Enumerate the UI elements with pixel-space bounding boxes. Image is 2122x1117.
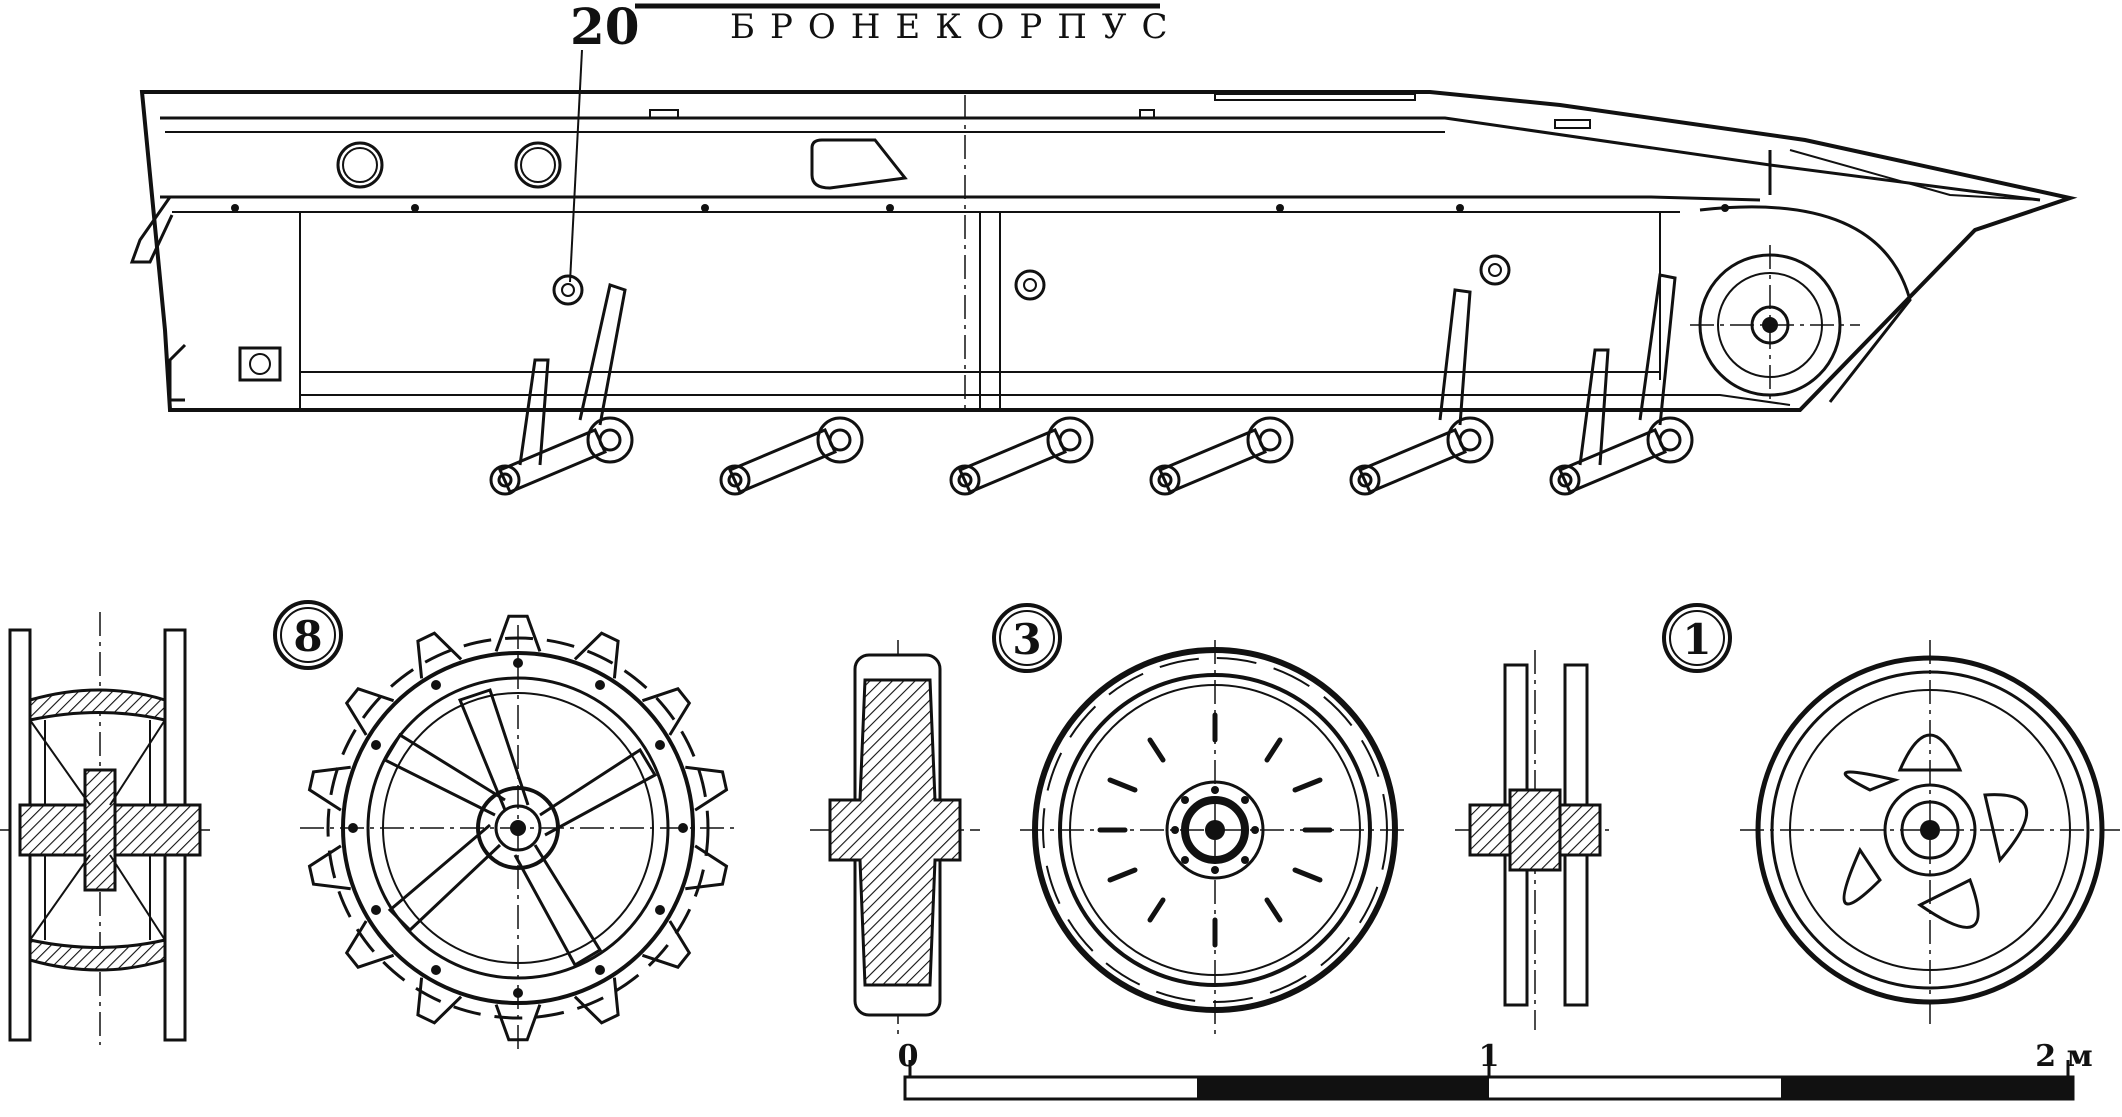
scale-bar: 0 1 2 м — [898, 1039, 2093, 1101]
idler-face-view — [1740, 640, 2120, 1030]
sprocket-tooth — [685, 765, 729, 812]
scale-label-0: 0 — [898, 1039, 919, 1074]
section-title: БРОНЕКОРПУС — [730, 7, 1183, 47]
sprocket-tooth — [307, 765, 351, 812]
road-wheel-face-view — [1020, 640, 1410, 1040]
scale-label-2: 2 м — [2035, 1039, 2092, 1074]
sprocket-tooth — [344, 920, 395, 969]
scale-label-1: 1 — [1479, 1039, 1500, 1074]
sprocket-tooth — [416, 977, 463, 1025]
part-number-1: 1 — [1682, 615, 1711, 664]
part-number-8: 8 — [293, 612, 322, 661]
suspension-arms — [489, 273, 1694, 496]
sprocket-tooth — [685, 844, 729, 891]
sprocket-tooth — [494, 1004, 542, 1042]
sprocket-tooth — [641, 920, 692, 969]
sprocket-tooth — [494, 614, 542, 652]
callout-number: 20 — [570, 0, 640, 56]
sprocket-face-view — [300, 614, 740, 1050]
sprocket-tooth — [573, 977, 620, 1025]
sprocket-tooth — [641, 687, 692, 736]
hull-side-view — [129, 90, 2078, 412]
part-badge-8: 8 — [273, 600, 343, 670]
callout-leader — [569, 49, 583, 283]
sprocket-tooth — [344, 687, 395, 736]
part-number-3: 3 — [1012, 615, 1041, 664]
road-wheel-section-view — [810, 640, 980, 1040]
part-badge-1: 1 — [1662, 603, 1732, 673]
sprocket-tooth — [573, 631, 620, 679]
sprocket-tooth — [307, 844, 351, 891]
part-badge-3: 3 — [992, 603, 1062, 673]
sprocket-tooth — [416, 631, 463, 679]
sprocket-teeth — [307, 614, 729, 1042]
sprocket-section-view — [0, 612, 210, 1045]
header: 20 БРОНЕКОРПУС — [569, 0, 1183, 283]
idler-section-view — [1455, 650, 1615, 1030]
